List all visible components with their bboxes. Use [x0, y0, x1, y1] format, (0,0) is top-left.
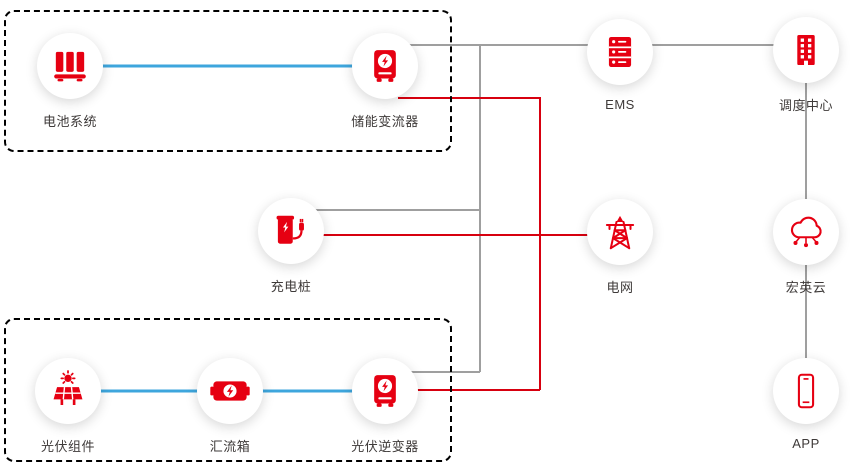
node-pcs: 储能变流器	[351, 33, 418, 129]
pv-system-group-box	[4, 318, 452, 462]
node-label-grid: 电网	[606, 280, 634, 295]
combiner-box-icon	[197, 358, 263, 424]
inverter-device-icon	[352, 358, 418, 424]
node-grid: 电网	[587, 199, 653, 295]
node-label-app: APP	[792, 436, 820, 451]
node-combiner: 汇流箱	[197, 358, 263, 454]
node-pv: 光伏组件	[35, 358, 101, 454]
node-app: APP	[773, 358, 839, 451]
node-label-ems: EMS	[605, 97, 635, 112]
cloud-network-icon	[773, 199, 839, 265]
storage-system-group-box	[4, 10, 452, 152]
node-label-combiner: 汇流箱	[209, 439, 251, 454]
node-label-battery: 电池系统	[42, 114, 98, 129]
node-label-inverter: 光伏逆变器	[351, 439, 419, 454]
server-icon	[587, 19, 653, 85]
node-label-cloud: 宏英云	[785, 280, 827, 295]
solar-panel-icon	[35, 358, 101, 424]
ev-charger-icon	[258, 198, 324, 264]
node-label-dispatch: 调度中心	[778, 98, 834, 113]
smartphone-icon	[773, 358, 839, 424]
node-cloud: 宏英云	[773, 199, 839, 295]
battery-icon	[37, 33, 103, 99]
transmission-tower-icon	[587, 199, 653, 265]
node-ems: EMS	[587, 19, 653, 112]
node-label-pv: 光伏组件	[40, 439, 96, 454]
node-battery: 电池系统	[37, 33, 103, 129]
node-inverter: 光伏逆变器	[351, 358, 418, 454]
building-icon	[773, 17, 839, 83]
inverter-device-icon	[352, 33, 418, 99]
node-label-charger: 充电桩	[270, 279, 312, 294]
node-dispatch: 调度中心	[773, 17, 839, 113]
node-label-pcs: 储能变流器	[351, 114, 419, 129]
node-charger: 充电桩	[258, 198, 324, 294]
